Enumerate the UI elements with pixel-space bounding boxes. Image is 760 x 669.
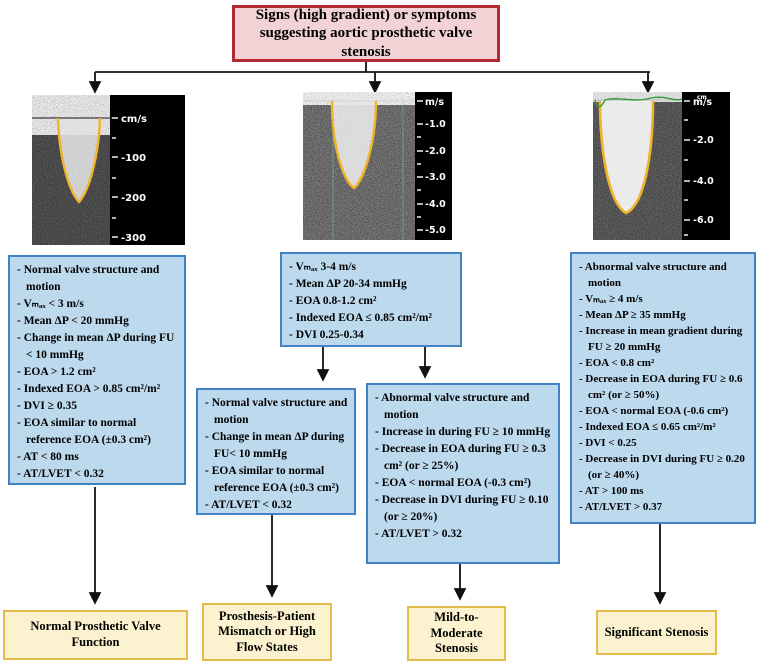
velocity-tick-label: -4.0 bbox=[425, 199, 446, 210]
page-title: Signs (high gradient) or symptoms sugges… bbox=[255, 7, 477, 60]
doppler-image-moderate: m/s -1.0 -2.0 -3.0 -4.0 -5.0 bbox=[303, 92, 452, 240]
criteria-line: - DVI 0.25-0.34 bbox=[289, 329, 364, 341]
velocity-tick-label: -5.0 bbox=[425, 225, 446, 236]
doppler-image-normal: cm/s -100 -200 -300 bbox=[32, 95, 185, 245]
criteria-box-mismatch: - Normal valve structure and motion - Cha… bbox=[196, 388, 356, 515]
criteria-line: - Indexed EOA > 0.85 cm²/m² bbox=[17, 383, 161, 395]
outcome-label: Significant Stenosis bbox=[604, 624, 709, 639]
velocity-tick-label: -300 bbox=[121, 233, 146, 244]
criteria-line: - Mean ΔP < 20 mmHg bbox=[17, 315, 129, 327]
criteria-line: - DVI < 0.25 bbox=[579, 437, 637, 449]
velocity-tick-label: -200 bbox=[121, 193, 146, 204]
criteria-box-intermediate: - Vₘₐₓ 3-4 m/s - Mean ΔP 20-34 mmHg - EOA … bbox=[280, 252, 462, 347]
doppler-image-severe: cm m/s -2.0 -4.0 -6.0 bbox=[593, 92, 730, 240]
criteria-line: - AT < 80 ms bbox=[17, 451, 79, 463]
outcome-label: Normal Prosthetic Valve Function bbox=[30, 619, 161, 649]
criteria-line: - AT/LVET < 0.32 bbox=[17, 468, 104, 480]
criteria-line: - EOA 0.8-1.2 cm² bbox=[289, 295, 377, 307]
criteria-box-mild-moderate: - Abnormal valve structure and motion - I… bbox=[366, 383, 560, 564]
velocity-tick-label: -2.0 bbox=[693, 135, 714, 146]
criteria-line: - Decrease in EOA during FU ≥ 0.6 cm² (o… bbox=[579, 373, 743, 401]
corner-unit-label: cm bbox=[697, 94, 707, 101]
criteria-line: - Vₘₐₓ 3-4 m/s bbox=[289, 261, 356, 273]
criteria-line: - Increase in during FU ≥ 10 mmHg bbox=[375, 426, 551, 438]
title-box: Signs (high gradient) or symptoms sugges… bbox=[232, 5, 500, 62]
criteria-box-normal-function: - Normal valve structure and motion - Vₘₐ… bbox=[8, 255, 186, 485]
criteria-line: - AT/LVET < 0.32 bbox=[205, 499, 292, 511]
criteria-line: - Mean ΔP ≥ 35 mmHg bbox=[579, 309, 686, 321]
outcome-mild-moderate-stenosis: Mild-to-Moderate Stenosis bbox=[407, 606, 506, 661]
criteria-line: - Change in mean ΔP during FU< 10 mmHg bbox=[205, 431, 345, 460]
criteria-line: - AT/LVET > 0.32 bbox=[375, 528, 462, 540]
doppler-envelope-trace bbox=[56, 117, 102, 204]
outcome-significant-stenosis: Significant Stenosis bbox=[596, 610, 717, 655]
criteria-line: - EOA < normal EOA (-0.6 cm²) bbox=[579, 405, 729, 417]
criteria-line: - AT > 100 ms bbox=[579, 485, 644, 497]
velocity-tick-label: -3.0 bbox=[425, 172, 446, 183]
criteria-line: - Vₘₐₓ ≥ 4 m/s bbox=[579, 293, 643, 305]
criteria-box-significant: - Abnormal valve structure and motion - V… bbox=[570, 252, 756, 524]
velocity-tick-label: -4.0 bbox=[693, 176, 714, 187]
criteria-line: - Abnormal valve structure and motion bbox=[579, 261, 727, 289]
velocity-unit-label: cm/s bbox=[121, 114, 147, 125]
criteria-line: - Change in mean ΔP during FU < 10 mmHg bbox=[17, 332, 175, 361]
criteria-line: - Normal valve structure and motion bbox=[17, 264, 160, 293]
velocity-tick-label: -2.0 bbox=[425, 146, 446, 157]
criteria-line: - Decrease in DVI during FU ≥ 0.20 (or ≥… bbox=[579, 453, 745, 481]
criteria-line: - AT/LVET > 0.37 bbox=[579, 501, 663, 513]
ecg-trace bbox=[594, 96, 683, 108]
criteria-line: - EOA < 0.8 cm² bbox=[579, 357, 655, 369]
outcome-mismatch-high-flow: Prosthesis-Patient Mismatch or High Flow… bbox=[202, 603, 332, 661]
velocity-tick-label: -100 bbox=[121, 153, 146, 164]
criteria-line: - Indexed EOA ≤ 0.85 cm²/m² bbox=[289, 312, 432, 324]
criteria-line: - Normal valve structure and motion bbox=[205, 397, 348, 426]
criteria-line: - Indexed EOA ≤ 0.65 cm²/m² bbox=[579, 421, 716, 433]
outcome-label: Prosthesis-Patient Mismatch or High Flow… bbox=[218, 608, 316, 654]
criteria-line: - Decrease in DVI during FU ≥ 0.10 (or ≥… bbox=[375, 494, 549, 523]
criteria-line: - EOA similar to normal reference EOA (±… bbox=[17, 417, 151, 446]
doppler-envelope-trace bbox=[330, 100, 378, 190]
velocity-tick-label: -6.0 bbox=[693, 215, 714, 226]
outcome-label: Mild-to-Moderate Stenosis bbox=[430, 610, 483, 656]
criteria-line: - EOA < normal EOA (-0.3 cm²) bbox=[375, 477, 531, 489]
criteria-line: - EOA similar to normal reference EOA (±… bbox=[205, 465, 339, 494]
criteria-line: - Decrease in EOA during FU ≥ 0.3 cm² (o… bbox=[375, 443, 546, 472]
criteria-line: - DVI ≥ 0.35 bbox=[17, 400, 77, 412]
velocity-unit-label: m/s bbox=[425, 97, 444, 108]
outcome-normal-function: Normal Prosthetic Valve Function bbox=[3, 610, 188, 660]
doppler-envelope-trace bbox=[598, 100, 655, 215]
criteria-line: - Vₘₐₓ < 3 m/s bbox=[17, 298, 84, 310]
criteria-line: - Abnormal valve structure and motion bbox=[375, 392, 530, 421]
criteria-line: - Mean ΔP 20-34 mmHg bbox=[289, 278, 407, 290]
criteria-line: - EOA > 1.2 cm² bbox=[17, 366, 96, 378]
criteria-line: - Increase in mean gradient during FU ≥ … bbox=[579, 325, 743, 353]
velocity-unit-label: m/s bbox=[693, 97, 712, 108]
velocity-tick-label: -1.0 bbox=[425, 119, 446, 130]
